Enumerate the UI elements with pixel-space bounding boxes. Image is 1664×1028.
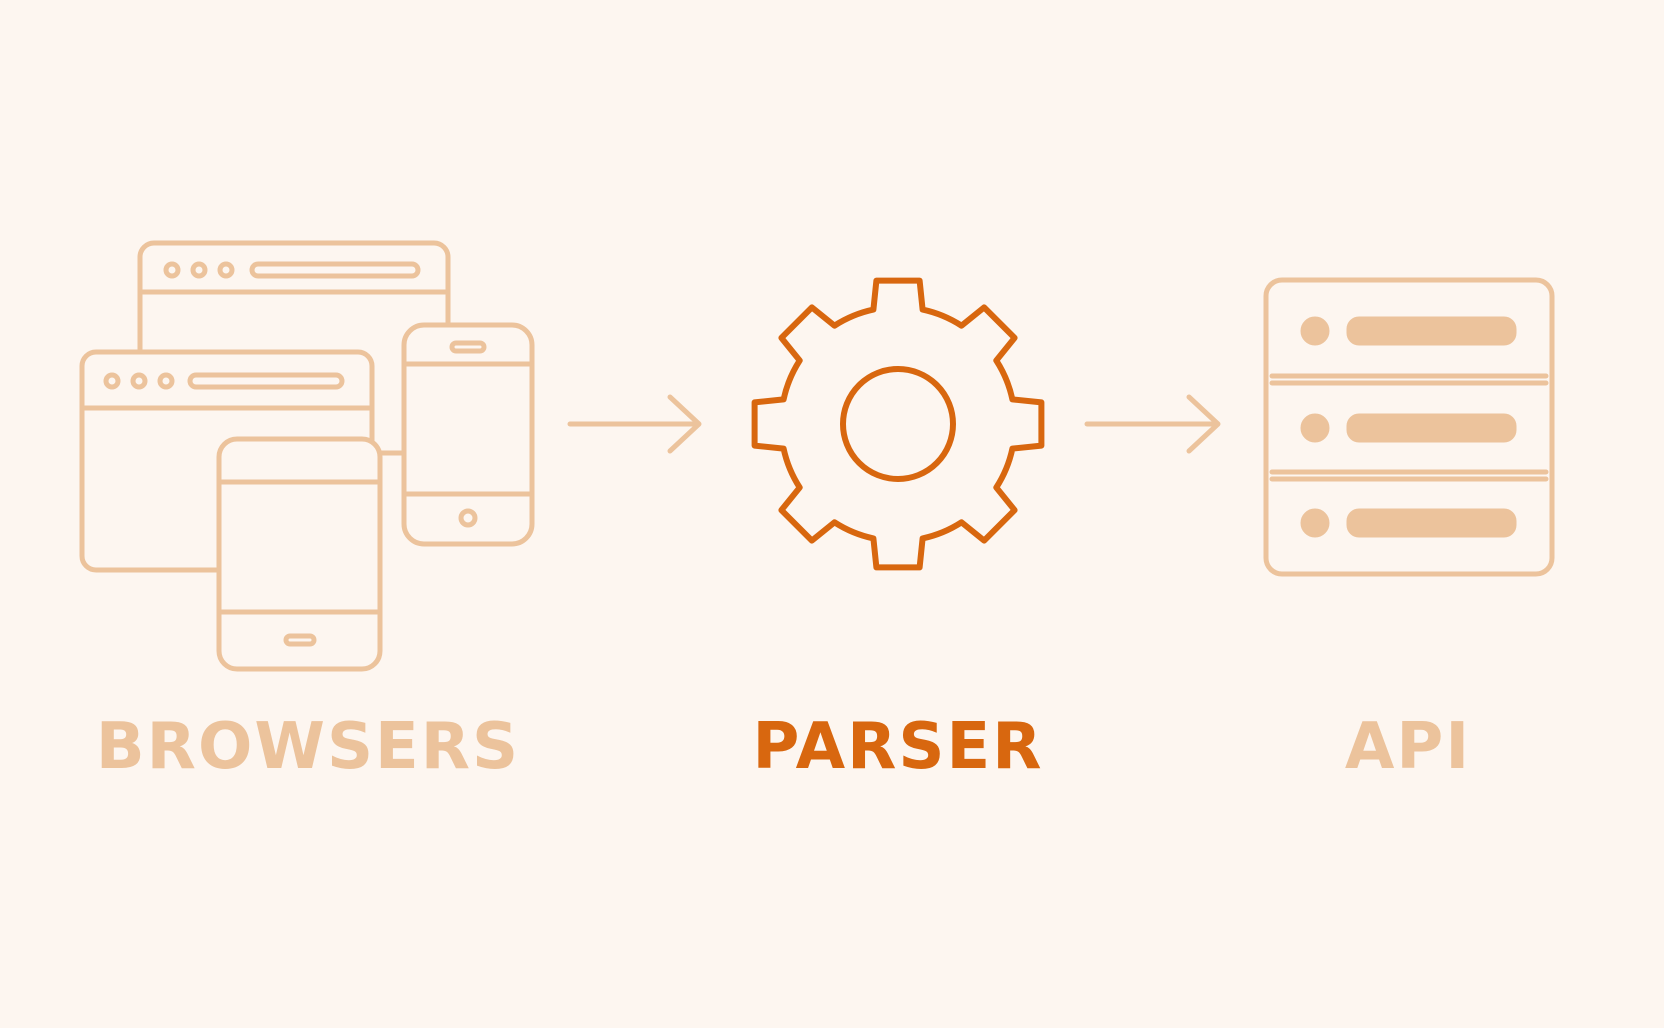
- arrow-right-icon: [1084, 394, 1221, 454]
- server-icon: [1263, 277, 1555, 577]
- server-rack-2: [1300, 413, 1517, 443]
- server-rack-3: [1300, 508, 1517, 538]
- arrow-right-icon: [567, 394, 702, 454]
- browsers-label: BROWSERS: [95, 710, 521, 784]
- server-rack-1: [1300, 316, 1517, 346]
- api-label: API: [1344, 710, 1472, 784]
- devices-icon: [79, 240, 535, 672]
- phone-icon: [401, 322, 535, 547]
- tablet-icon: [216, 436, 383, 672]
- gear-icon: [751, 277, 1045, 571]
- parser-label: PARSER: [752, 710, 1044, 784]
